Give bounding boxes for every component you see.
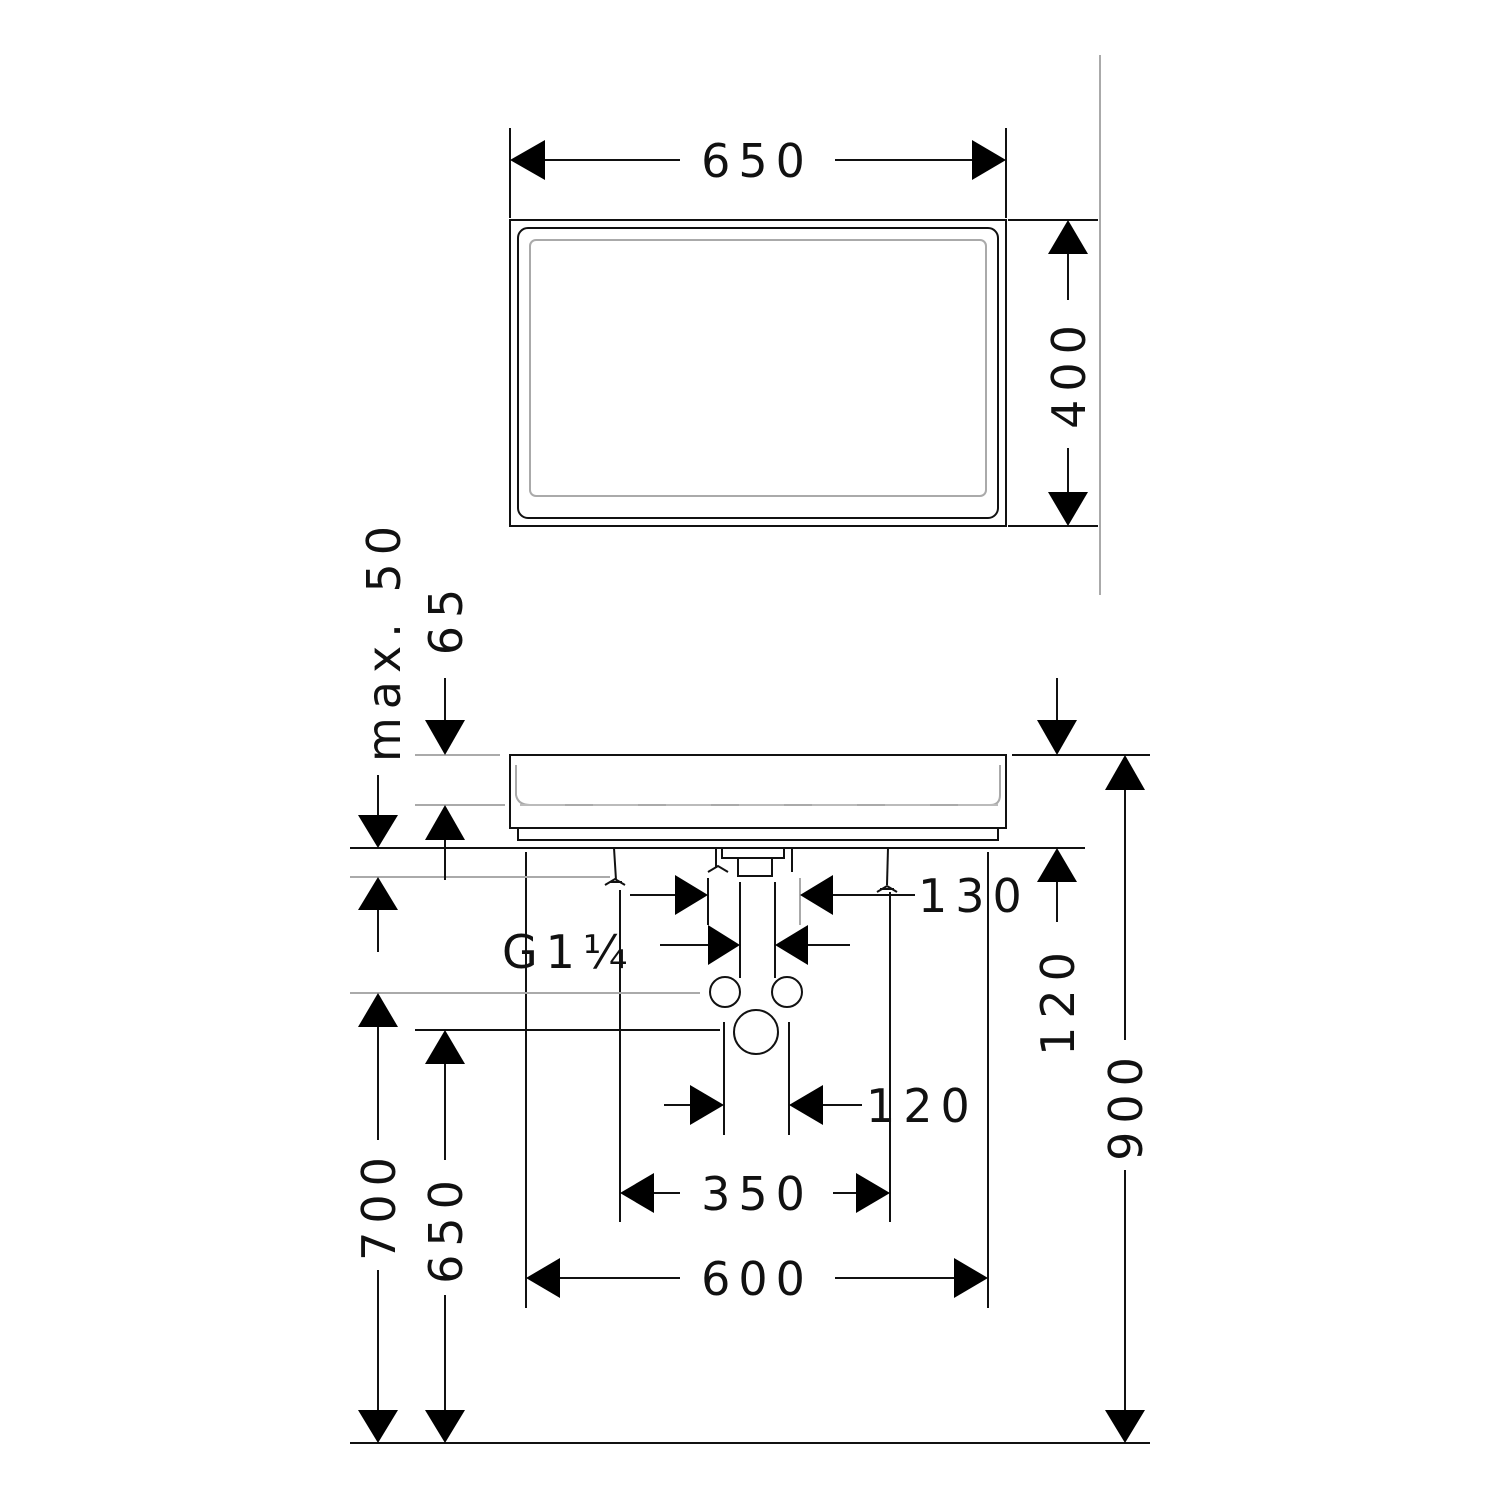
top-view-basin [509, 219, 1007, 527]
bolt-spacing-dimension [620, 1173, 890, 1213]
waste-outlets [709, 976, 803, 1055]
base-width-dimension [526, 1258, 988, 1298]
rim-label: 65 [419, 581, 473, 656]
depth-dimension [1008, 219, 1098, 527]
overflow-dimension [358, 678, 465, 952]
drain-height-label: 650 [419, 1172, 473, 1284]
waste-width-label: 120 [866, 1079, 978, 1133]
width-label: 650 [701, 134, 813, 188]
depth-label: 400 [1042, 317, 1096, 429]
height-dimensions-left [358, 993, 465, 1443]
fitting-spacing-label: 130 [918, 869, 1030, 923]
width-dimension [509, 128, 1007, 218]
thread-dimension [660, 925, 850, 965]
thread-label: G1¼ [502, 925, 636, 979]
bolt-spacing-label: 350 [701, 1167, 813, 1221]
right-dimensions [1037, 678, 1145, 1443]
extension-lines [350, 852, 1150, 1444]
waste-height-label: 120 [1031, 944, 1085, 1056]
total-height-label: 900 [1099, 1049, 1153, 1161]
fitting-spacing-dimension [630, 875, 915, 915]
base-width-label: 600 [701, 1252, 813, 1306]
mounting-fittings [604, 847, 898, 893]
waste-width-dimension [664, 1085, 862, 1125]
trap-height-label: 700 [352, 1149, 406, 1261]
overflow-label: max. 50 [357, 518, 411, 762]
side-view-basin [350, 754, 1150, 849]
